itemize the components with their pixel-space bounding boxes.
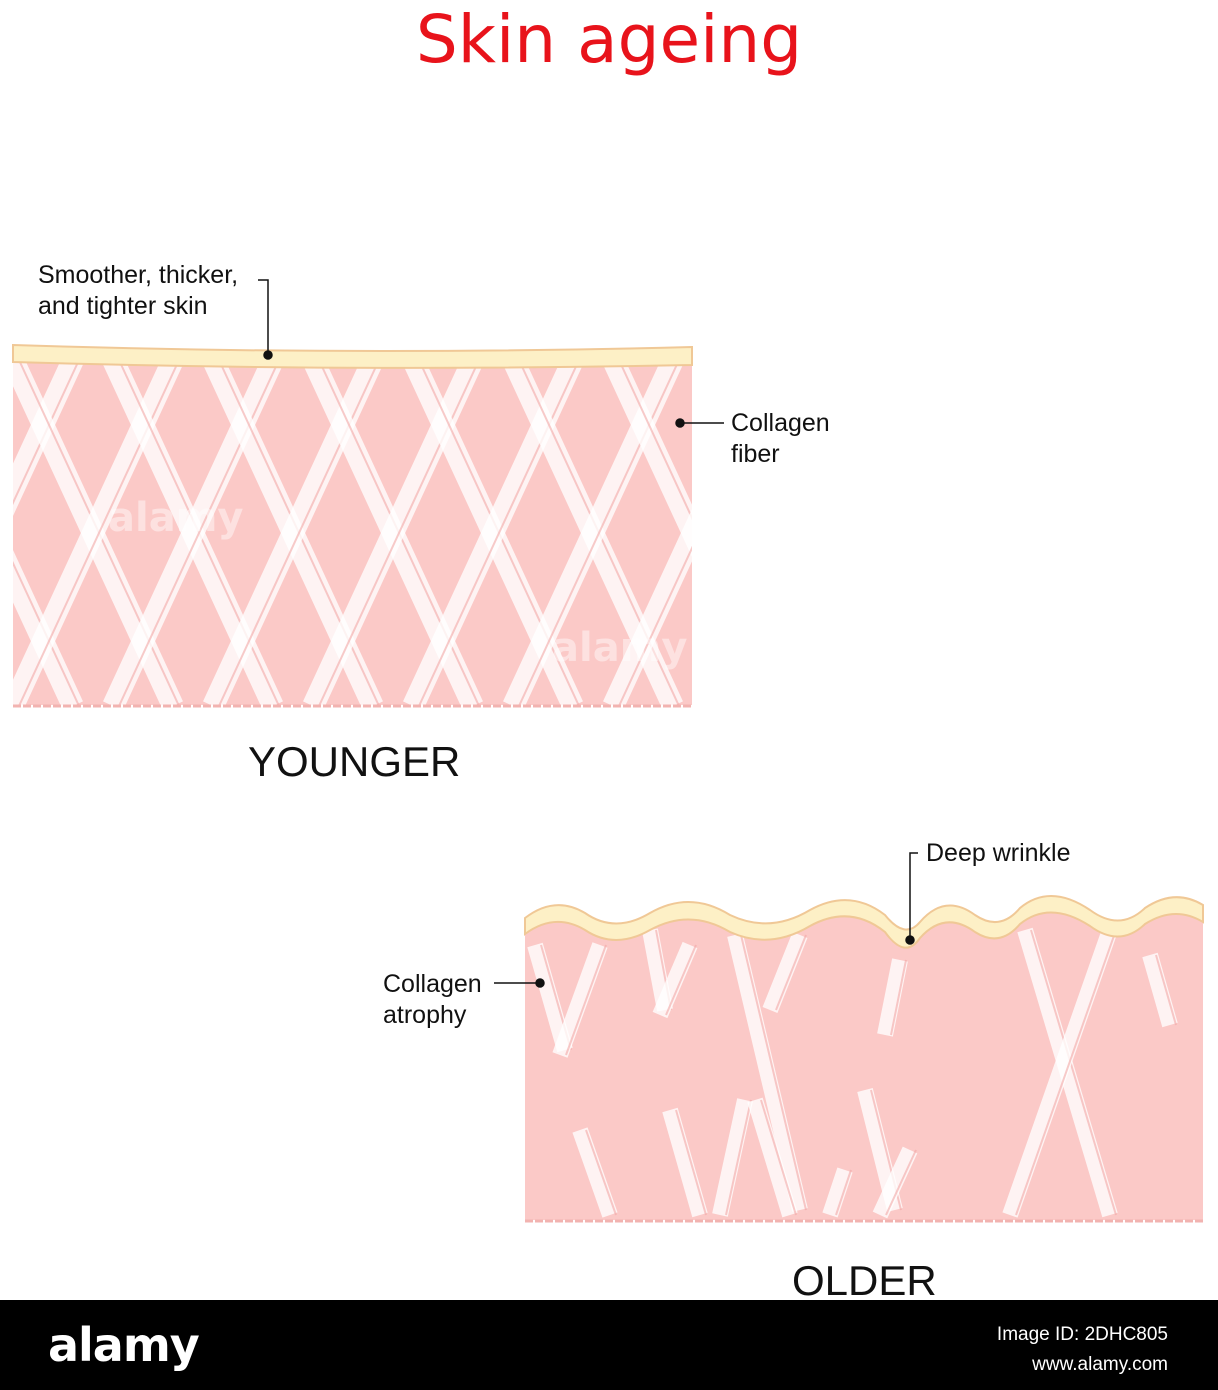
collagen-fiber-strand — [1030, 929, 1117, 1216]
collagen-fiber-strand — [13, 360, 80, 506]
collagen-fiber-strand — [1002, 927, 1118, 1218]
site-url: www.alamy.com — [1032, 1354, 1168, 1375]
collagen-fiber-strand — [618, 360, 692, 521]
footer-logo: alamy — [48, 1318, 200, 1372]
collagen-fiber-strand — [565, 944, 607, 1056]
footer-bar: alamy Image ID: 2DHC805 www.alamy.com — [0, 1300, 1218, 1390]
collagen-fiber-strand — [1155, 954, 1177, 1026]
label-collagen-atrophy: Collagen atrophy — [383, 970, 482, 1029]
collagen-fiber-strand — [218, 360, 380, 705]
collagen-fiber-strand — [572, 1127, 618, 1218]
collagen-fiber-strand — [725, 1099, 752, 1216]
collagen-fiber-strand — [675, 1109, 707, 1216]
collagen-fiber-strand — [740, 934, 807, 1211]
collagen-fiber-strand — [747, 1097, 798, 1218]
label-smoother-skin: Smoother, thicker, and tighter skin — [38, 261, 239, 320]
collagen-fiber-strand — [835, 1169, 852, 1216]
label-collagen-fiber: Collagen fiber — [731, 409, 830, 468]
collagen-fiber-strand — [13, 560, 80, 705]
collagen-fiber-strand — [585, 1129, 617, 1216]
caption-older: OLDER — [792, 1257, 937, 1304]
younger-collagen-fibers — [13, 360, 692, 705]
collagen-fiber-strand — [518, 360, 680, 705]
collagen-fiber-strand — [822, 1167, 853, 1218]
collagen-fiber-strand — [118, 360, 280, 705]
leader-wrinkle — [909, 852, 918, 940]
collagen-fiber-strand — [760, 1099, 797, 1216]
collagen-fiber-strand — [603, 360, 692, 558]
image-id: Image ID: 2DHC805 — [996, 1324, 1168, 1345]
older-epidermis — [524, 895, 1204, 949]
skin-diagram — [12, 279, 1204, 1223]
label-deep-wrinkle: Deep wrinkle — [926, 839, 1071, 867]
younger-epidermis — [12, 343, 693, 369]
collagen-fiber-strand — [890, 959, 907, 1036]
collagen-fiber-strand — [603, 508, 692, 705]
collagen-fiber-strand — [618, 545, 692, 705]
collagen-fiber-strand — [18, 360, 180, 705]
collagen-fiber-strand — [662, 1107, 708, 1218]
watermark: alamy — [108, 495, 244, 541]
collagen-fiber-strand — [885, 1149, 917, 1216]
older-collagen-fibers — [527, 927, 1178, 1219]
collagen-fiber-strand — [652, 941, 698, 1019]
collagen-fiber-strand — [712, 1098, 753, 1217]
collagen-fiber-strand — [665, 944, 697, 1016]
collagen-fiber-strand — [1142, 952, 1178, 1028]
footer-credits: Image ID: 2DHC805 www.alamy.com — [997, 1320, 1168, 1380]
collagen-fiber-strand — [1015, 929, 1117, 1216]
caption-younger: YOUNGER — [248, 738, 461, 785]
older-skin-section — [524, 895, 1204, 1223]
page-title: Skin ageing — [415, 1, 803, 78]
collagen-fiber-strand — [762, 932, 808, 1013]
collagen-fiber-strand — [318, 360, 480, 705]
collagen-fiber-strand — [877, 958, 908, 1037]
watermark: alamy — [552, 625, 688, 671]
collagen-fiber-strand — [775, 934, 807, 1011]
leader-surface — [258, 279, 269, 355]
collagen-fiber-strand — [727, 933, 808, 1212]
collagen-fiber-strand — [552, 942, 608, 1058]
collagen-fiber-strand — [418, 360, 580, 705]
younger-skin-section — [12, 343, 693, 708]
leader-lines — [258, 279, 918, 988]
collagen-fiber-strand — [872, 1146, 918, 1219]
